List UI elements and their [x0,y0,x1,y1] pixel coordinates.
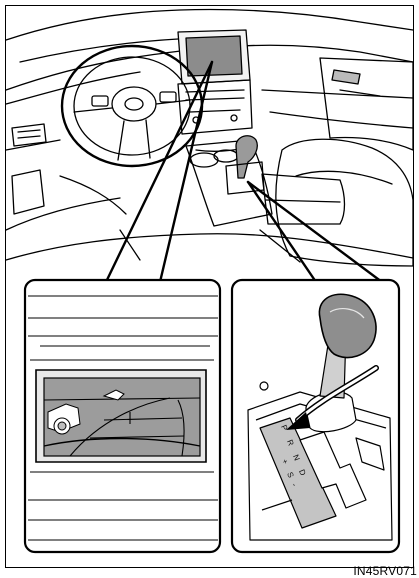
monitor-inset [25,280,220,552]
figure-code: IN45RV071 [353,565,417,577]
shift-lever-inset: P R N D + S - [232,280,399,552]
